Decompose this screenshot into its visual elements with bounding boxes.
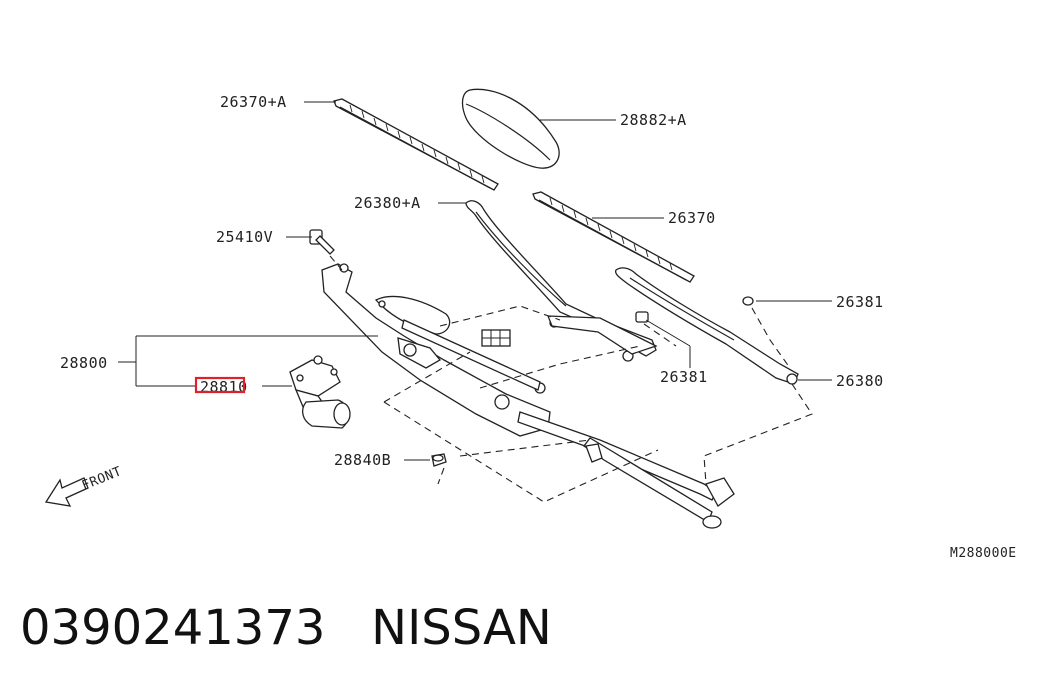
motor-callout-highlight	[194, 376, 246, 394]
callout-26370: 26370	[668, 209, 716, 227]
wiper-motor[interactable]	[289, 355, 351, 429]
diagram-canvas: 26370+A 28882+A 26380+A 26370 25410V 263…	[44, 88, 1017, 561]
wiper-blade-rh[interactable]	[532, 191, 695, 283]
nut[interactable]	[431, 453, 447, 467]
callout-28840b: 28840B	[334, 451, 391, 469]
mounting-bolt[interactable]	[309, 229, 335, 255]
assembly-guides	[329, 255, 813, 503]
pivot-cap-lh[interactable]	[635, 311, 649, 323]
callout-26380-a: 26380+A	[354, 194, 421, 212]
front-label: FRONT	[80, 464, 124, 494]
callout-25410v: 25410V	[216, 228, 273, 246]
callout-26370-a: 26370+A	[220, 93, 287, 111]
footer-part-number: 0390241373	[20, 600, 326, 656]
callout-28882-a: 28882+A	[620, 111, 687, 129]
wiper-blade-lh[interactable]	[333, 98, 499, 191]
front-direction-arrow: FRONT	[44, 464, 124, 507]
footer-caption: 0390241373 NISSAN	[20, 598, 552, 658]
wiper-arm-rh[interactable]	[614, 267, 799, 385]
pivot-cap-rh[interactable]	[742, 296, 754, 306]
callout-26380: 26380	[836, 372, 884, 390]
callout-28800: 28800	[60, 354, 108, 372]
figure-code: M288000E	[950, 546, 1017, 561]
footer-spacer	[325, 600, 371, 656]
callout-26381-rh: 26381	[836, 293, 884, 311]
footer-brand: NISSAN	[371, 600, 552, 656]
wiper-cover[interactable]	[461, 88, 560, 169]
callout-28810[interactable]: 28810	[200, 378, 248, 396]
leader-lines	[118, 101, 832, 461]
wiper-linkage-frame[interactable]	[321, 263, 735, 529]
callout-26381-lh: 26381	[660, 368, 708, 386]
